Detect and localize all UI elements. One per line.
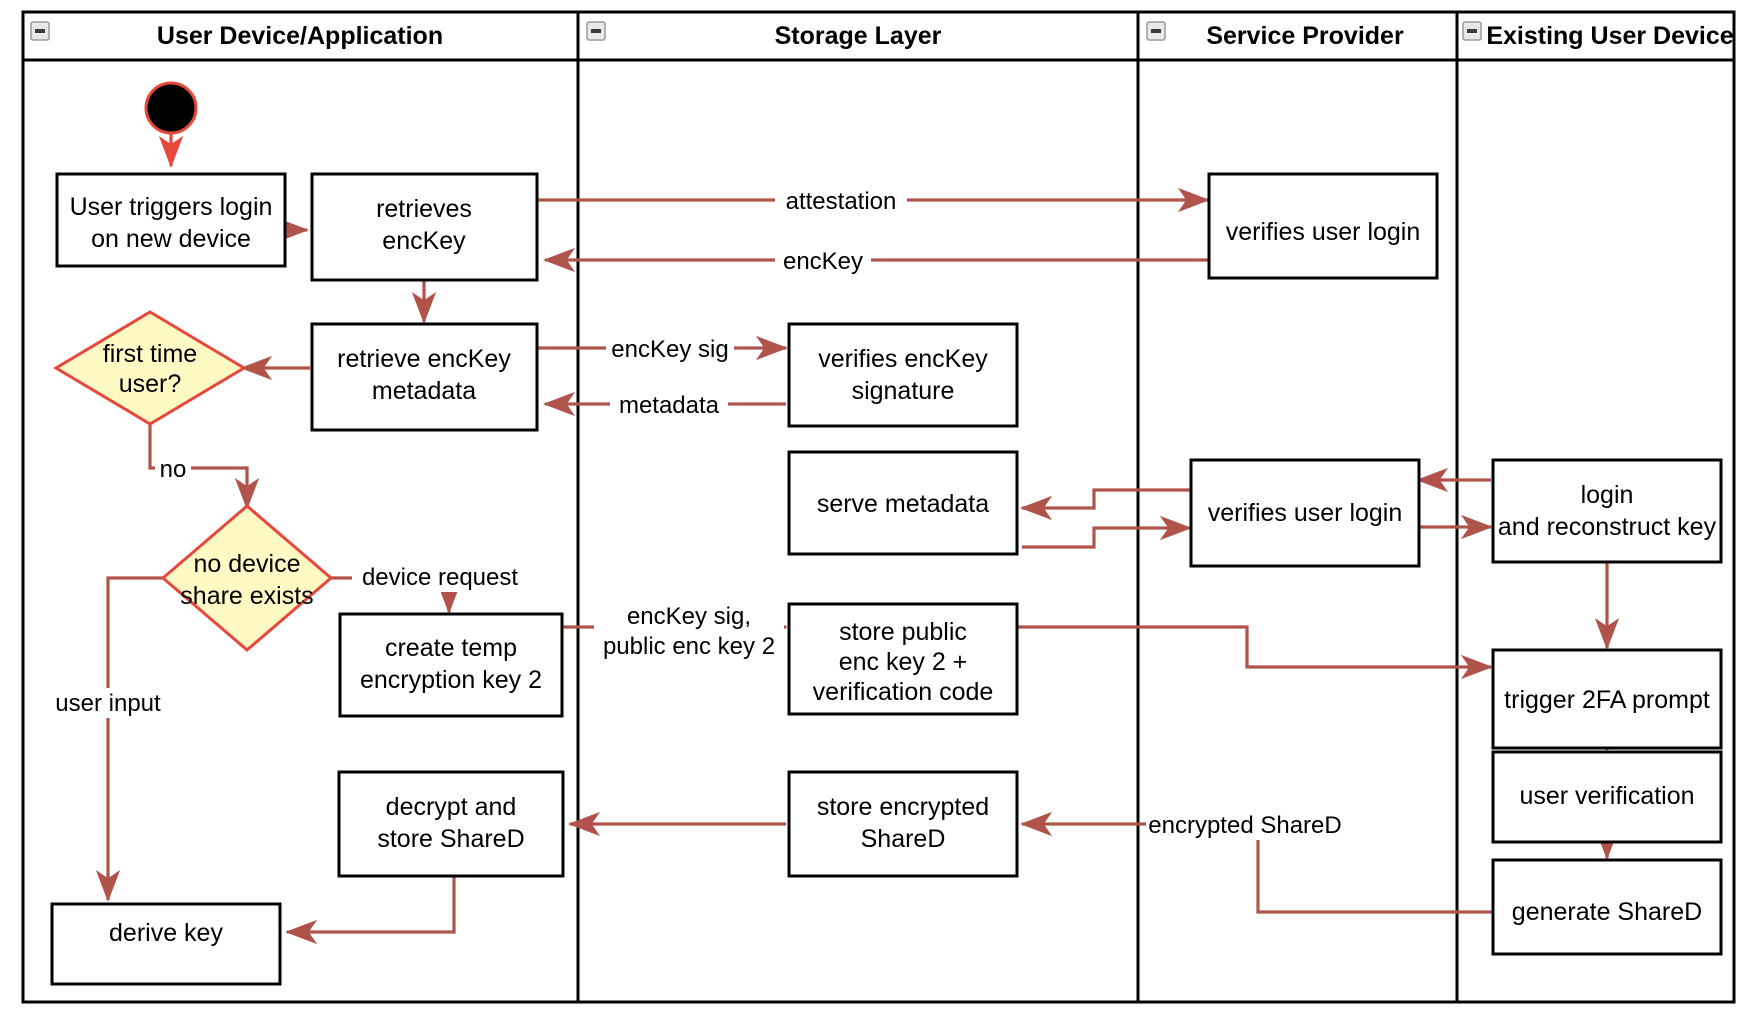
collapse-minus-icon[interactable] <box>1462 21 1482 41</box>
diagram-outer-border <box>21 10 1736 1004</box>
node-label-line: decrypt and <box>386 793 517 821</box>
node-label-line: store encrypted <box>817 793 989 821</box>
node-label-line: on new device <box>91 225 251 253</box>
node-first-time-user-decision[interactable]: first time user? <box>53 310 247 426</box>
svg-text:encKey: encKey <box>783 248 863 275</box>
node-label-line: verifies user login <box>1208 499 1403 527</box>
collapse-minus-icon[interactable] <box>1146 21 1166 41</box>
node-label-line: encryption key 2 <box>360 666 542 694</box>
initial-node-icon <box>144 81 198 135</box>
node-generate-shared[interactable]: generate ShareD <box>1491 858 1723 956</box>
lane-header-user-device[interactable]: User Device/Application <box>30 21 443 50</box>
svg-text:attestation: attestation <box>786 188 897 215</box>
edge-label-enckey-sig-public-enc-key-2: encKey sig, public enc key 2 <box>594 600 784 662</box>
edge-encrypted-shared <box>1020 811 1497 914</box>
node-label-line: signature <box>852 377 955 405</box>
node-label-line: and reconstruct key <box>1498 513 1717 541</box>
node-label-line: create temp <box>385 634 517 662</box>
lane-header-existing-device[interactable]: Existing User Device <box>1462 21 1734 50</box>
node-label-line: verifies encKey <box>818 345 988 373</box>
node-label-line: ShareD <box>861 825 946 853</box>
node-user-triggers-login[interactable]: User triggers login on new device <box>55 172 287 268</box>
svg-text:no: no <box>160 456 187 483</box>
node-label-line: encKey <box>382 227 466 255</box>
edge-label-user-input: user input <box>50 688 166 718</box>
lane-header-service-provider[interactable]: Service Provider <box>1146 21 1404 50</box>
node-label-line: share exists <box>180 582 313 610</box>
node-label-line: metadata <box>372 377 476 405</box>
lane-title-storage: Storage Layer <box>775 22 942 50</box>
svg-text:user input: user input <box>55 690 161 717</box>
node-create-temp-encryption-key-2[interactable]: create temp encryption key 2 <box>338 612 564 718</box>
node-label-line: user? <box>119 370 182 398</box>
edge-label-enckey: encKey <box>775 246 871 276</box>
decision-diamond <box>53 310 247 426</box>
node-store-public-enc-key-2[interactable]: store public enc key 2 + verification co… <box>787 602 1019 716</box>
node-label-line: no device <box>193 550 300 578</box>
node-start[interactable] <box>144 81 198 135</box>
edge-verify-to-serve-metadata <box>1020 488 1190 521</box>
node-derive-key[interactable]: derive key <box>50 902 282 986</box>
node-decrypt-and-store-shared[interactable]: decrypt and store ShareD <box>337 770 565 878</box>
node-retrieve-enckey-metadata[interactable]: retrieve encKey metadata <box>310 322 539 432</box>
node-login-and-reconstruct-key[interactable]: login and reconstruct key <box>1491 458 1723 564</box>
node-verifies-enckey-signature[interactable]: verifies encKey signature <box>787 322 1019 428</box>
node-serve-metadata[interactable]: serve metadata <box>787 450 1019 556</box>
edge-label-attestation: attestation <box>775 186 907 216</box>
edge-decrypt-to-derive <box>285 876 456 945</box>
svg-text:public enc key 2: public enc key 2 <box>603 633 775 660</box>
edge-label-metadata: metadata <box>610 390 728 420</box>
node-verifies-user-login-1[interactable]: verifies user login <box>1207 172 1439 280</box>
node-label-line: user verification <box>1519 782 1694 810</box>
node-label-line: generate ShareD <box>1512 898 1702 926</box>
swimlane-frame <box>21 10 1736 1004</box>
edge-user-input <box>95 576 165 902</box>
lane-header-storage[interactable]: Storage Layer <box>586 21 942 50</box>
node-label-line: store ShareD <box>377 825 524 853</box>
node-label-line: store public <box>839 618 967 646</box>
edge-serve-metadata-to-verify <box>1022 515 1192 549</box>
svg-text:device request: device request <box>362 564 518 591</box>
node-label-line: derive key <box>109 919 223 947</box>
node-label-line: verifies user login <box>1226 218 1421 246</box>
node-no-device-share-decision[interactable]: no device share exists <box>160 504 334 652</box>
edge-no-branch <box>148 420 260 510</box>
svg-text:encrypted ShareD: encrypted ShareD <box>1148 812 1341 839</box>
lane-title-user-device: User Device/Application <box>157 22 443 50</box>
node-label-line: serve metadata <box>817 490 989 518</box>
node-label-line: verification code <box>813 678 994 706</box>
node-verifies-user-login-2[interactable]: verifies user login <box>1189 458 1421 568</box>
node-trigger-2fa-prompt[interactable]: trigger 2FA prompt <box>1491 648 1723 750</box>
node-label-line: trigger 2FA prompt <box>1504 686 1710 714</box>
collapse-minus-icon[interactable] <box>586 21 606 41</box>
node-label-line: User triggers login <box>70 193 273 221</box>
svg-text:encKey sig,: encKey sig, <box>627 603 751 630</box>
collapse-minus-icon[interactable] <box>30 21 50 41</box>
node-label-line: retrieves <box>376 195 472 223</box>
edge-label-enckey-sig: encKey sig <box>606 334 734 364</box>
decision-diamond <box>160 504 334 652</box>
node-store-encrypted-shared[interactable]: store encrypted ShareD <box>787 770 1019 878</box>
svg-text:encKey sig: encKey sig <box>611 336 728 363</box>
node-label-line: enc key 2 + <box>839 648 968 676</box>
node-label-line: retrieve encKey <box>337 345 511 373</box>
lane-title-existing-device: Existing User Device <box>1486 22 1733 50</box>
svg-text:metadata: metadata <box>619 392 720 419</box>
node-label-line: login <box>1581 481 1634 509</box>
edge-label-no: no <box>155 454 191 484</box>
edge-label-device-request: device request <box>352 562 528 592</box>
node-user-verification[interactable]: user verification <box>1491 750 1723 844</box>
node-label-line: first time <box>103 340 197 368</box>
node-retrieves-enckey[interactable]: retrieves encKey <box>310 172 539 282</box>
edge-labels: attestation encKey encKey sig metadata n… <box>50 186 1344 840</box>
lane-title-service-provider: Service Provider <box>1206 22 1404 50</box>
edge-store-pubkey-to-2fa <box>1013 625 1493 680</box>
edge-label-encrypted-shared: encrypted ShareD <box>1146 810 1344 840</box>
